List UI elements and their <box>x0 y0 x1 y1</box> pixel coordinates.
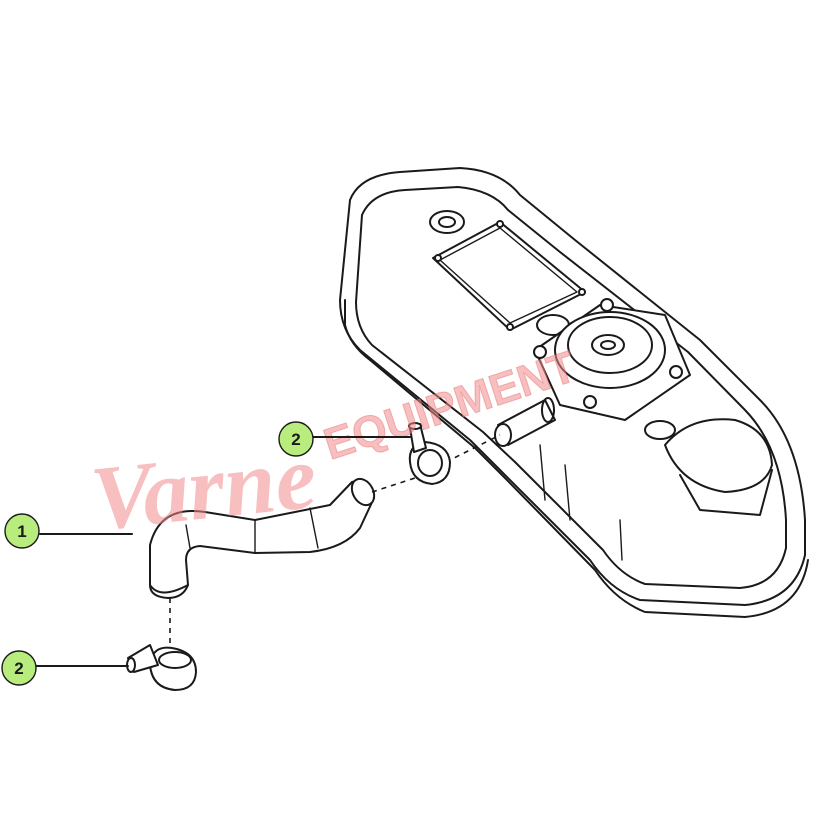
hose <box>149 477 376 599</box>
hose-clamp-upper <box>408 422 451 485</box>
valve-cover <box>339 167 809 618</box>
callout-2-lower: 2 <box>1 650 129 686</box>
callout-2-lower-label: 2 <box>14 659 23 678</box>
callout-2-upper: 2 <box>278 421 411 457</box>
callout-2-upper-label: 2 <box>291 430 300 449</box>
hose-clamp-lower <box>126 644 197 691</box>
callout-1: 1 <box>4 513 133 549</box>
callout-1-label: 1 <box>17 522 26 541</box>
